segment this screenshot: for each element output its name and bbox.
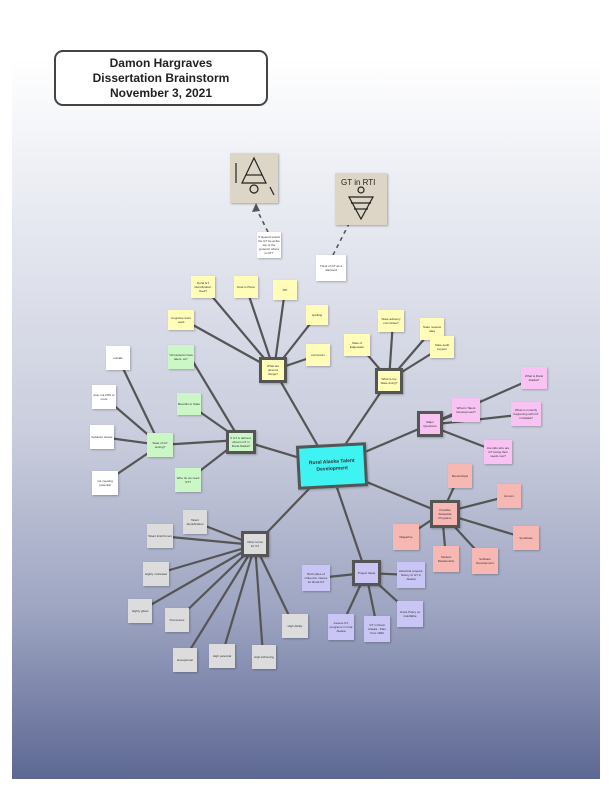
leaf-behavior[interactable]: behavior issues xyxy=(90,425,114,449)
leaf-talent-enrichment[interactable]: Talent Enrichment xyxy=(147,524,173,548)
branch-obvious-things[interactable]: What are obvious things? xyxy=(259,357,287,383)
title-subject: Dissertation Brainstorm xyxy=(92,70,230,85)
leaf-what-rural[interactable]: What is Rural Alaska? xyxy=(521,367,547,389)
branch-project-ideas[interactable]: Project Ideas xyxy=(352,560,381,586)
leaf-highly-gifted[interactable]: Highly gifted xyxy=(128,599,152,623)
branch-state-doing[interactable]: What is the State doing? xyxy=(375,368,403,394)
leaf-pyramid[interactable]: If layered would the GT be at the top of… xyxy=(257,232,281,258)
leaf-diamond[interactable]: Think of GT as a diamond xyxy=(316,255,346,281)
leaf-all-students[interactable]: "All students have talent, etc" xyxy=(168,345,194,369)
leaf-state-edgewater[interactable]: State of Edgewater xyxy=(344,334,370,356)
leaf-cognitive[interactable]: Cognitive tests used xyxy=(168,310,194,330)
leaf-spelling[interactable]: spelling xyxy=(306,305,328,325)
leaf-high-potential[interactable]: High potential xyxy=(209,644,235,668)
leaf-dual-plans[interactable]: Dual to Plans xyxy=(234,276,258,298)
leaf-software[interactable]: Software Development xyxy=(472,548,498,574)
leaf-highly-motivated[interactable]: Highly motivated xyxy=(143,562,169,586)
branch-major-questions[interactable]: Major Questions xyxy=(417,411,443,437)
leaf-outside[interactable]: outside xyxy=(106,346,130,370)
leaf-who-gt[interactable]: Who do we need GT? xyxy=(175,468,201,492)
leaf-assess-gt[interactable]: Assess GT programs in rural Alaska xyxy=(328,614,354,640)
leaf-curriculum[interactable]: curriculum xyxy=(306,344,330,366)
leaf-what-talent[interactable]: What is Talent Development? xyxy=(452,398,480,422)
diamond-sketch-image: GT in RTI xyxy=(335,173,387,225)
leaf-benefits[interactable]: Benefits to State xyxy=(177,393,201,415)
leaf-state-audit[interactable]: State audit support xyxy=(430,336,454,358)
leaf-rti[interactable]: RTI xyxy=(273,280,297,300)
leaf-magazine[interactable]: Magazine xyxy=(393,524,419,550)
leaf-high-achieving[interactable]: High Achieving xyxy=(252,645,276,669)
title-date: November 3, 2021 xyxy=(109,85,213,100)
leaf-state-testing[interactable]: State of GT testing? xyxy=(147,433,173,457)
leaf-gt-rural-plan[interactable]: GT in Rural Alaska - Plan from 1990 xyxy=(364,616,390,642)
leaf-what-happening[interactable]: What is currently happening with GT in A… xyxy=(511,402,541,426)
branch-gt-definition[interactable]: If GT is defined, what is GT in Rural Al… xyxy=(226,430,256,454)
diamond-drawing-icon: GT in RTI xyxy=(341,178,375,221)
leaf-state-reviews[interactable]: State reviews data xyxy=(420,318,444,340)
leaf-student-relationship[interactable]: Student Relationship xyxy=(433,546,459,572)
branch-other-terms[interactable]: Other terms for GT xyxy=(241,531,269,557)
branch-statewide-programs[interactable]: Possible Statewide Programs xyxy=(430,500,460,528)
leaf-syndicate[interactable]: Syndicate xyxy=(513,526,539,550)
leaf-historical[interactable]: Historical projects: history of GT in Al… xyxy=(397,562,425,588)
leaf-exceptional[interactable]: Exceptional xyxy=(173,648,197,672)
title-name: Damon Hargraves xyxy=(109,55,213,70)
leaf-high-ability[interactable]: High Ability xyxy=(282,614,308,638)
title-box: Damon Hargraves Dissertation Brainstorm … xyxy=(54,50,268,106)
leaf-mentorships[interactable]: Mentorships xyxy=(448,464,472,488)
leaf-are-kids[interactable]: Are kids who are GT losing their needs m… xyxy=(484,440,512,464)
leaf-state-committee[interactable]: State advisory committee? xyxy=(378,310,404,332)
pyramid-drawing-icon xyxy=(235,156,275,196)
leaf-grant-policy[interactable]: Grant Policy on Gold/Elite xyxy=(397,601,423,627)
leaf-honors[interactable]: Honors xyxy=(497,484,521,508)
center-node[interactable]: Rural Alaska Talent Development xyxy=(295,442,369,490)
leaf-both-sides[interactable]: Both sides of influence: names for Rural… xyxy=(302,565,330,591)
diamond-sketch-text: GT in RTI xyxy=(341,178,375,187)
leaf-precocious[interactable]: Precocious xyxy=(165,608,189,632)
leaf-rural-gt[interactable]: Rural GT identification fixed? xyxy=(191,276,215,298)
leaf-not-meeting[interactable]: not meeting potential xyxy=(92,471,118,495)
leaf-talent-identification[interactable]: Talent Identification xyxy=(183,510,207,534)
leaf-drop-out[interactable]: drop out 20% or more xyxy=(92,385,116,409)
pyramid-sketch-image xyxy=(230,153,278,203)
